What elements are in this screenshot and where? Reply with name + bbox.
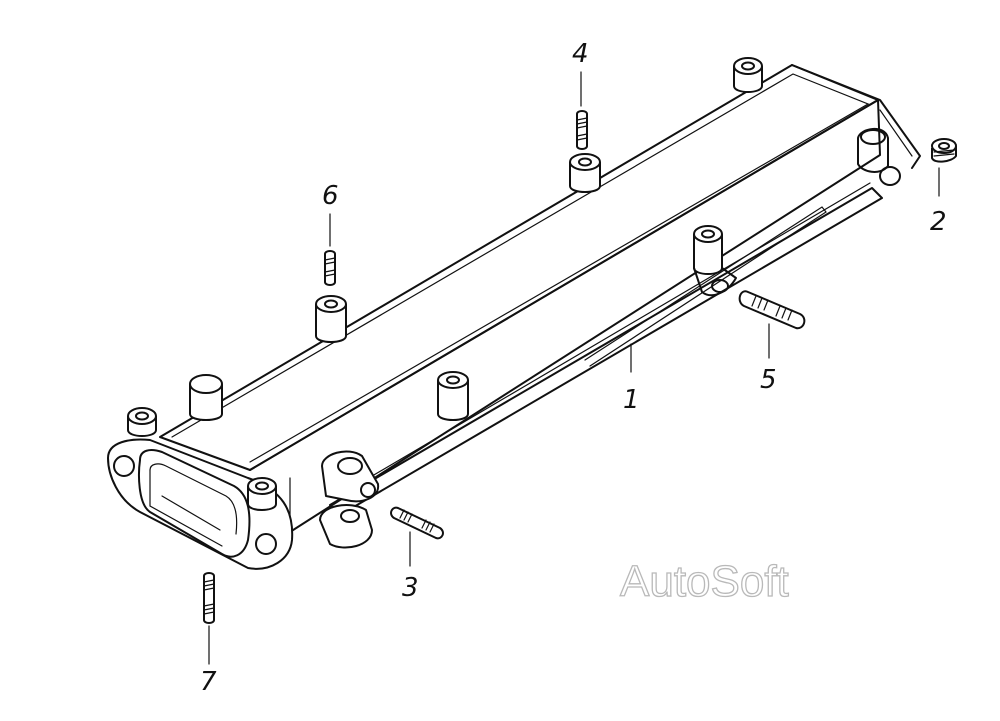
part-3-stud <box>390 506 444 540</box>
boss-corner-left <box>127 407 157 437</box>
boss-top-mid <box>569 153 601 193</box>
callout-2: 2 <box>930 207 947 237</box>
part-7-stud <box>203 572 215 624</box>
boss-side-right <box>693 225 737 297</box>
boss-side-mid <box>437 371 469 421</box>
part-6-stud <box>324 250 336 286</box>
part-5-stud <box>738 290 806 330</box>
callout-1: 1 <box>623 385 640 415</box>
callout-6: 6 <box>322 181 339 211</box>
boss-plain <box>189 374 223 421</box>
boss-top-right <box>733 57 763 93</box>
callout-7: 7 <box>200 667 217 697</box>
part-4-stud <box>576 110 588 150</box>
callout-3: 3 <box>402 573 419 603</box>
leader-lines <box>208 71 940 665</box>
boss-corner-right <box>247 477 277 511</box>
callout-5: 5 <box>760 365 777 395</box>
watermark: AutoSoft <box>620 557 789 606</box>
callout-4: 4 <box>572 39 589 69</box>
mount-lug-left <box>319 450 380 549</box>
manifold-body <box>107 57 921 570</box>
boss-top-left <box>315 295 347 343</box>
part-2-plug <box>931 138 957 163</box>
